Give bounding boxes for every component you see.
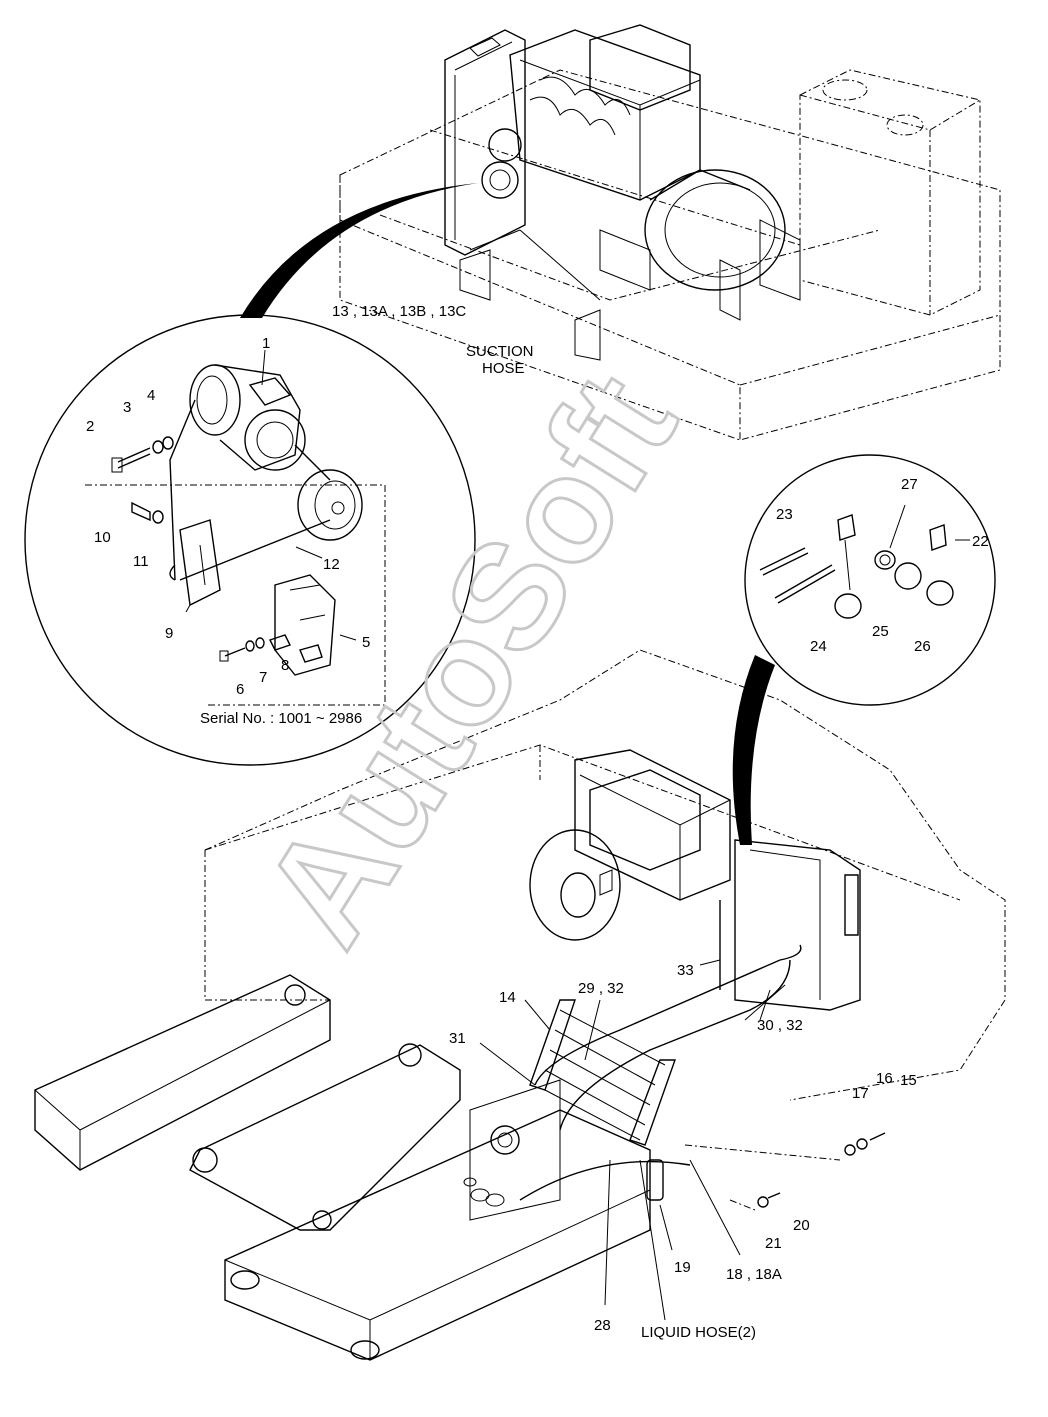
callout-1: 1 [262,335,270,352]
callout-5: 5 [362,634,370,651]
callout-20: 20 [793,1217,810,1234]
liquid-hose-label: LIQUID HOSE(2) [641,1324,756,1341]
callout-15: 15 [900,1072,917,1089]
callout-11: 11 [133,553,149,570]
callout-6: 6 [236,681,244,698]
compressor-detail-circle [24,314,476,766]
callout-14: 14 [499,989,516,1006]
callout-4: 4 [147,387,155,404]
callout-13: 13 , 13A , 13B , 13C [332,303,466,320]
callout-8: 8 [281,657,289,674]
callout-25: 25 [872,623,889,640]
suction-hose-label-1: SUCTION [466,343,534,360]
top-callout-wedge [240,183,478,318]
callout-19: 19 [674,1259,691,1276]
callout-30-32: 30 , 32 [757,1017,803,1034]
callout-10: 10 [94,529,111,546]
callout-16: 16 [876,1070,893,1087]
callout-18-18a: 18 , 18A [726,1266,782,1283]
callout-27: 27 [901,476,918,493]
callout-2: 2 [86,418,94,435]
callout-labels: 1 2 3 4 10 11 12 9 5 8 7 6 Serial No. : … [86,303,989,1341]
callout-23: 23 [776,506,793,523]
callout-3: 3 [123,399,131,416]
callout-21: 21 [765,1235,782,1252]
fitting-detail-circle [744,454,996,706]
callout-28: 28 [594,1317,611,1334]
callout-31: 31 [449,1030,466,1047]
serial-number-note: Serial No. : 1001 ~ 2986 [200,710,362,727]
suction-hose-label-2: HOSE [482,360,525,377]
callout-29-32: 29 , 32 [578,980,624,997]
top-engine-assembly [339,24,1001,441]
callout-7: 7 [259,669,267,686]
callout-33: 33 [677,962,694,979]
callout-17: 17 [852,1085,869,1102]
bottom-callout-wedge [732,655,775,845]
watermark-text: AutoSoft [230,346,708,972]
callout-24: 24 [810,638,827,655]
callout-22: 22 [972,533,989,550]
bottom-machine-assembly [34,649,1006,1361]
callout-12: 12 [323,556,340,573]
callout-9: 9 [165,625,173,642]
callout-26: 26 [914,638,931,655]
